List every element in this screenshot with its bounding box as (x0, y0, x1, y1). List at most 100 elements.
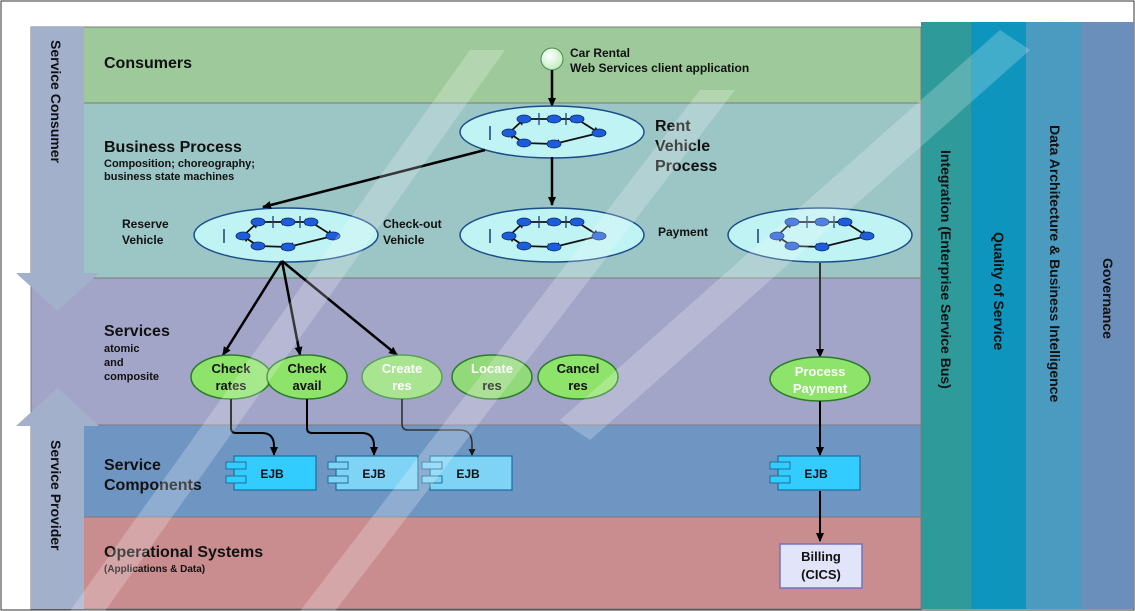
flow-node (280, 217, 296, 227)
business-process-layer-title: Business Process (104, 139, 242, 156)
ejb-label: EJB (804, 467, 828, 481)
ejb-label: EJB (362, 467, 386, 481)
payment-process-oval (727, 207, 913, 263)
checkout-label-2: Vehicle (383, 233, 425, 247)
reserve-to-create-res-arrow (281, 260, 398, 356)
ejb-component-3: EJB (421, 455, 513, 491)
quality-of-service-label: Quality of Service (991, 232, 1007, 350)
ejb-body (429, 455, 513, 491)
flow-node (591, 231, 607, 241)
governance-column (1081, 22, 1134, 609)
data-architecture-column (1026, 22, 1081, 609)
rent-process-label-1: Rent (655, 118, 691, 135)
check-avail-label-1: Check (287, 361, 327, 376)
ejb-tab-bottom (421, 475, 443, 484)
billing-label-2: (CICS) (801, 567, 841, 582)
ejb-tab-top (225, 461, 247, 470)
flow-node (280, 242, 296, 252)
ejb-tab-top (421, 461, 443, 470)
flow-edge (287, 235, 334, 249)
flow-node (501, 231, 517, 241)
rent-vehicle-process-oval (459, 105, 645, 159)
process-payment-label-1: Process (795, 364, 846, 379)
process-payment-label-2: Payment (793, 381, 848, 396)
service-provider-label: Service Provider (48, 440, 64, 551)
flow-node (546, 114, 562, 124)
flow-edge (553, 132, 600, 146)
flow-node (250, 241, 266, 251)
service-check-avail: Check avail (266, 354, 348, 400)
flow-node (769, 231, 785, 241)
rent-process-label-2: Vehicle (655, 138, 710, 155)
cancel-res-label-2: res (568, 378, 588, 393)
services-band (30, 277, 922, 426)
ejb-label: EJB (260, 467, 284, 481)
reserve-to-check-avail-arrow (280, 260, 303, 356)
process-oval-shape (193, 207, 379, 263)
ejb-label: EJB (456, 467, 480, 481)
business-process-subtitle-2: business state machines (104, 171, 234, 183)
flow-node (569, 114, 585, 124)
checkout-label-1: Check-out (383, 217, 442, 231)
flow-node (325, 231, 341, 241)
data-architecture-label: Data Architecture & Business Intelligenc… (1047, 125, 1063, 402)
reserve-to-check-rates-arrow (221, 260, 284, 356)
check-rates-to-ejb-arrow (230, 399, 278, 456)
flow-node (516, 138, 532, 148)
service-process-payment: Process Payment (769, 356, 871, 402)
flow-node (546, 242, 562, 252)
operational-systems-subtitle: (Applications & Data) (104, 564, 205, 575)
rent-process-label-3: Process (655, 158, 717, 175)
check-rates-label-1: Check (211, 361, 251, 376)
flow-edge (553, 235, 600, 249)
operational-systems-title: Operational Systems (104, 544, 263, 561)
services-layer-title: Services (104, 323, 170, 340)
flow-node (784, 241, 800, 251)
business-process-subtitle-1: Composition; choreography; (104, 158, 255, 170)
governance-label: Governance (1100, 258, 1116, 339)
consumers-layer-title: Consumers (104, 55, 192, 72)
payment-label: Payment (658, 225, 708, 239)
services-subtitle-2: and (104, 357, 124, 369)
checkout-vehicle-process-oval (459, 207, 645, 263)
services-subtitle-3: composite (104, 371, 159, 383)
client-label-1: Car Rental (570, 46, 630, 60)
flow-edge (821, 235, 868, 249)
service-provider-arrow (16, 388, 99, 609)
flow-node (516, 217, 532, 227)
flow-node (569, 217, 585, 227)
flow-node (303, 217, 319, 227)
cancel-res-label-1: Cancel (557, 361, 600, 376)
flow-node (859, 231, 875, 241)
flow-node (814, 217, 830, 227)
watermark (70, 30, 1030, 611)
reserve-label-1: Reserve (122, 217, 169, 231)
consumers-band (30, 26, 922, 104)
check-avail-to-ejb-arrow (306, 399, 378, 456)
client-circle (540, 47, 564, 71)
process-oval-shape (727, 207, 913, 263)
ejb-component-1: EJB (225, 455, 317, 491)
create-res-to-ejb-arrow (401, 399, 476, 456)
process-oval-shape (459, 105, 645, 159)
process-oval-shape (459, 207, 645, 263)
rent-to-reserve-arrow (262, 148, 486, 209)
quality-of-service-column (971, 22, 1026, 609)
ejb-component-4: EJB (769, 455, 861, 491)
flow-node (516, 114, 532, 124)
flow-node (591, 128, 607, 138)
flow-node (250, 217, 266, 227)
flow-node (784, 217, 800, 227)
flow-node (235, 231, 251, 241)
flow-node (546, 139, 562, 149)
ejb-tab-top (327, 461, 349, 470)
flow-node (837, 217, 853, 227)
service-consumer-label: Service Consumer (48, 40, 64, 163)
integration-label: Integration (Enterprise Service Bus) (938, 150, 954, 389)
ejb-body (777, 455, 861, 491)
service-locate-res: Locate res (451, 354, 533, 400)
locate-res-label-1: Locate (471, 361, 513, 376)
client-label-2: Web Services client application (570, 61, 749, 75)
ejb-tab-bottom (769, 475, 791, 484)
